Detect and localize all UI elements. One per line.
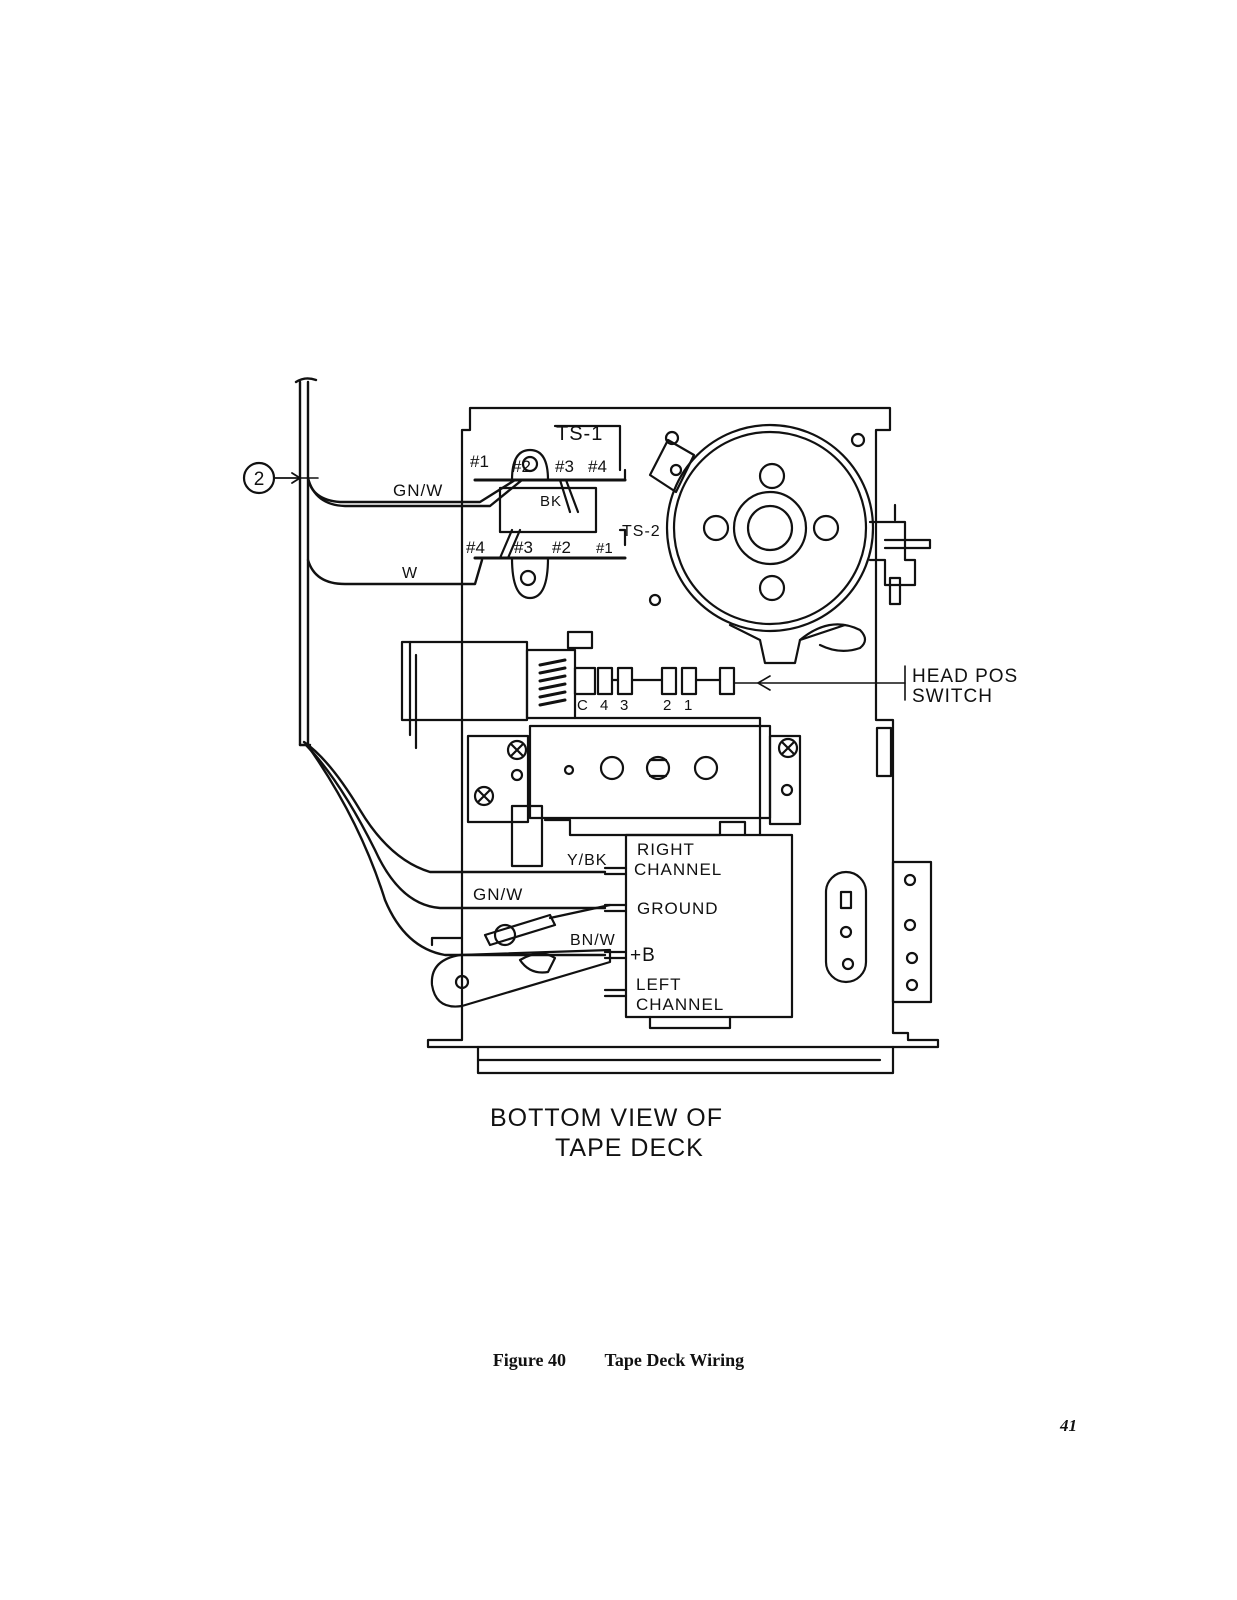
- view-title-line1: BOTTOM VIEW OF: [490, 1104, 723, 1132]
- ts2-terminal-3: #3: [514, 538, 533, 557]
- wiring-harness: [274, 377, 607, 957]
- head-pos-positions-1: 1: [684, 697, 692, 714]
- wire-label-ybk: Y/BK: [567, 852, 607, 869]
- wire-label-bnw: BN/W: [570, 932, 616, 949]
- side-bracket: [824, 860, 933, 1004]
- view-title-line2: TAPE DECK: [555, 1134, 704, 1162]
- connector-left-channel-line2: CHANNEL: [636, 995, 724, 1014]
- reel-motor-assembly: [648, 423, 932, 665]
- wire-label-bk: BK: [540, 493, 562, 510]
- ts1-label: TS-1: [556, 423, 603, 445]
- page-number: 41: [1060, 1416, 1077, 1435]
- head-position-switch-mechanism: [400, 630, 906, 837]
- callout-number: 2: [254, 469, 265, 490]
- wire-label-gnw-top: GN/W: [393, 481, 443, 500]
- connector-left-channel-line1: LEFT: [636, 975, 682, 994]
- ts2-terminal-1: #1: [596, 540, 613, 557]
- connector-right-channel-line1: RIGHT: [637, 840, 695, 859]
- head-pos-positions-4: 4: [600, 697, 608, 714]
- connector-right-channel-line2: CHANNEL: [634, 860, 722, 879]
- head-pos-positions-c: C: [577, 697, 588, 714]
- ts2-terminal-2: #2: [552, 538, 571, 557]
- head-pos-positions-3: 3: [620, 697, 628, 714]
- ts1-terminal-4: #4: [588, 457, 607, 476]
- figure-title: Tape Deck Wiring: [604, 1350, 745, 1370]
- connector-plus-b: +B: [630, 945, 656, 966]
- head-pos-switch-label-line2: SWITCH: [912, 686, 993, 707]
- wire-label-gnw-bottom: GN/W: [473, 885, 523, 904]
- head-pos-switch-label-line1: HEAD POS: [912, 666, 1018, 687]
- figure-caption: Figure 40 Tape Deck Wiring: [0, 1350, 1237, 1371]
- ts2-label: TS-2: [622, 523, 661, 540]
- connector-ground: GROUND: [637, 899, 719, 918]
- head-pos-positions-2: 2: [663, 697, 671, 714]
- connector-block: [603, 833, 794, 1030]
- ts1-terminal-2: #2: [512, 457, 531, 476]
- ts2-terminal-4: #4: [466, 538, 485, 557]
- ts1-terminal-1: #1: [470, 452, 489, 471]
- terminal-strip-area: [473, 424, 627, 600]
- wire-label-w: W: [402, 565, 418, 582]
- figure-number: Figure 40: [492, 1350, 566, 1370]
- ts1-terminal-3: #3: [555, 457, 574, 476]
- callout-circle: [242, 461, 276, 495]
